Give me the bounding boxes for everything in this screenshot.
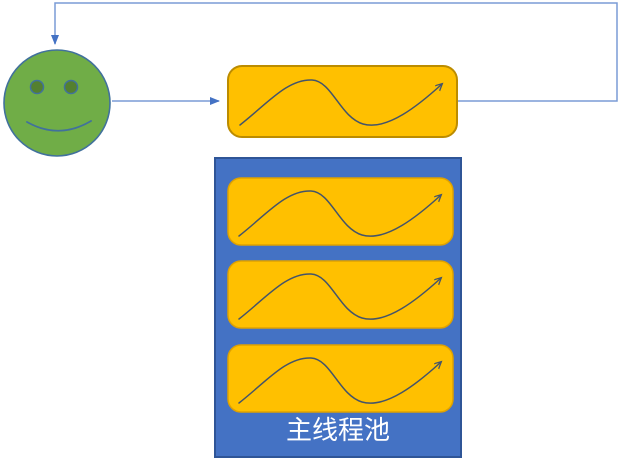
smiley-mouth-icon [26,120,92,132]
running-task-shape [227,65,458,138]
smiley-face [3,49,111,157]
pool-task-rect-1 [227,177,454,246]
running-task-rect [227,65,458,138]
smiley-right-eye-icon [63,79,79,95]
pool-task-rect-3 [227,344,454,413]
pool-task-rect-2 [227,260,454,329]
pool-task-shape-3 [227,344,454,413]
user-smiley-icon [3,49,111,157]
smiley-left-eye-icon [29,79,45,95]
feedback-loop-connector [51,2,618,102]
pool-label: 主线程池 [286,415,390,445]
pool-task-shape-1 [227,177,454,246]
pool-task-shape-2 [227,260,454,329]
